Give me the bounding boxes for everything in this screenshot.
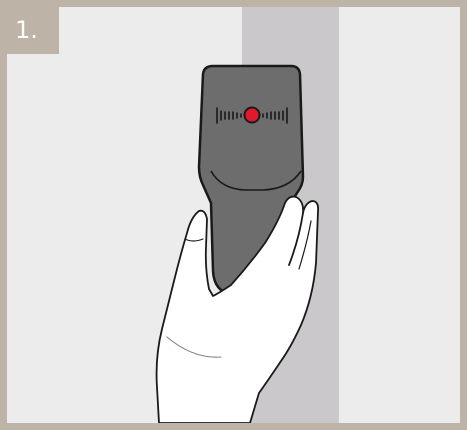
stud-finder-scene — [7, 7, 460, 423]
stud-detected-indicator-icon — [245, 108, 260, 123]
step-number-badge: 1. — [7, 7, 59, 54]
